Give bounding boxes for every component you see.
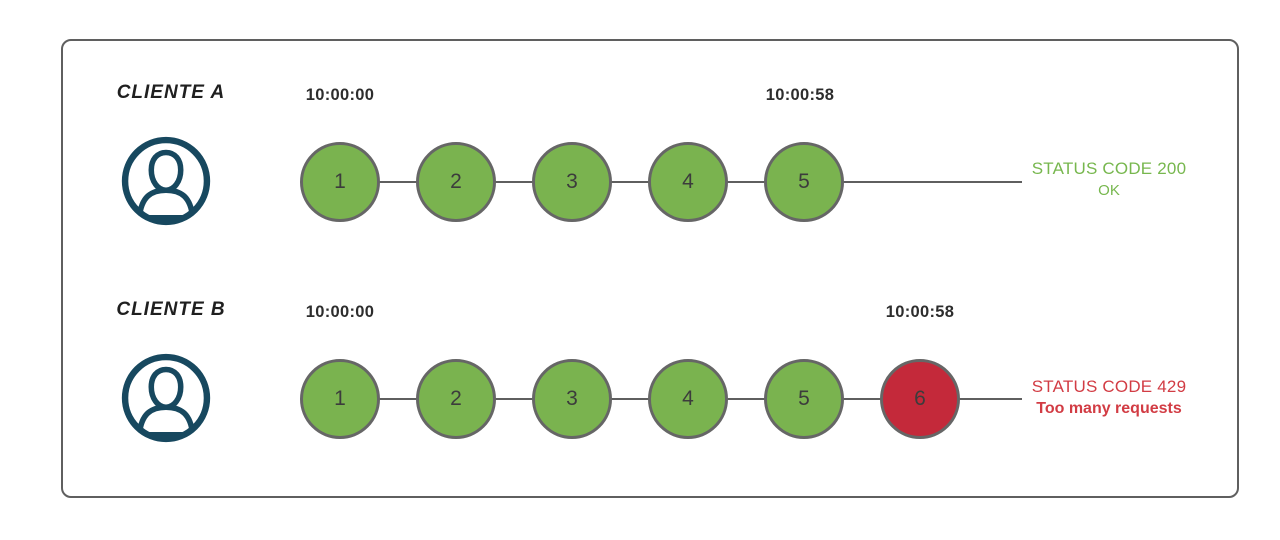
- status-code-text: STATUS CODE 429: [1031, 377, 1187, 396]
- request-circle: 4: [648, 142, 728, 222]
- request-sequence: 1 2 3 4 5 6: [300, 359, 960, 439]
- request-circle: 2: [416, 142, 496, 222]
- request-number: 2: [450, 170, 462, 193]
- user-icon: [121, 353, 211, 443]
- request-circle: 1: [300, 359, 380, 439]
- user-icon: [121, 136, 211, 226]
- request-circle: 1: [300, 142, 380, 222]
- diagram-border-frame: [61, 39, 1239, 498]
- request-number: 3: [566, 387, 578, 410]
- client-name-label: CLIENTE B: [116, 299, 226, 320]
- start-time-label: 10:00:00: [305, 86, 375, 104]
- request-number: 1: [334, 387, 346, 410]
- request-number: 4: [682, 387, 694, 410]
- request-number: 6: [914, 387, 926, 410]
- request-circle: 2: [416, 359, 496, 439]
- request-number: 4: [682, 170, 694, 193]
- request-number: 5: [798, 170, 810, 193]
- end-time-label: 10:00:58: [765, 86, 835, 104]
- status-code-text: STATUS CODE 200: [1031, 159, 1187, 178]
- status-message: STATUS CODE 200 OK: [1025, 158, 1193, 201]
- request-circle: 3: [532, 142, 612, 222]
- request-number: 5: [798, 387, 810, 410]
- request-number: 2: [450, 387, 462, 410]
- status-message: STATUS CODE 429 Too many requests: [1025, 376, 1193, 419]
- status-detail-text: Too many requests: [1036, 400, 1182, 417]
- end-time-label: 10:00:58: [885, 303, 955, 321]
- request-circle: 4: [648, 359, 728, 439]
- start-time-label: 10:00:00: [305, 303, 375, 321]
- request-circle: 5: [764, 359, 844, 439]
- request-sequence: 1 2 3 4 5: [300, 142, 844, 222]
- request-circle: 6: [880, 359, 960, 439]
- status-detail-text: OK: [1098, 182, 1120, 199]
- client-name-label: CLIENTE A: [116, 82, 226, 103]
- request-number: 1: [334, 170, 346, 193]
- request-circle: 5: [764, 142, 844, 222]
- request-circle: 3: [532, 359, 612, 439]
- request-number: 3: [566, 170, 578, 193]
